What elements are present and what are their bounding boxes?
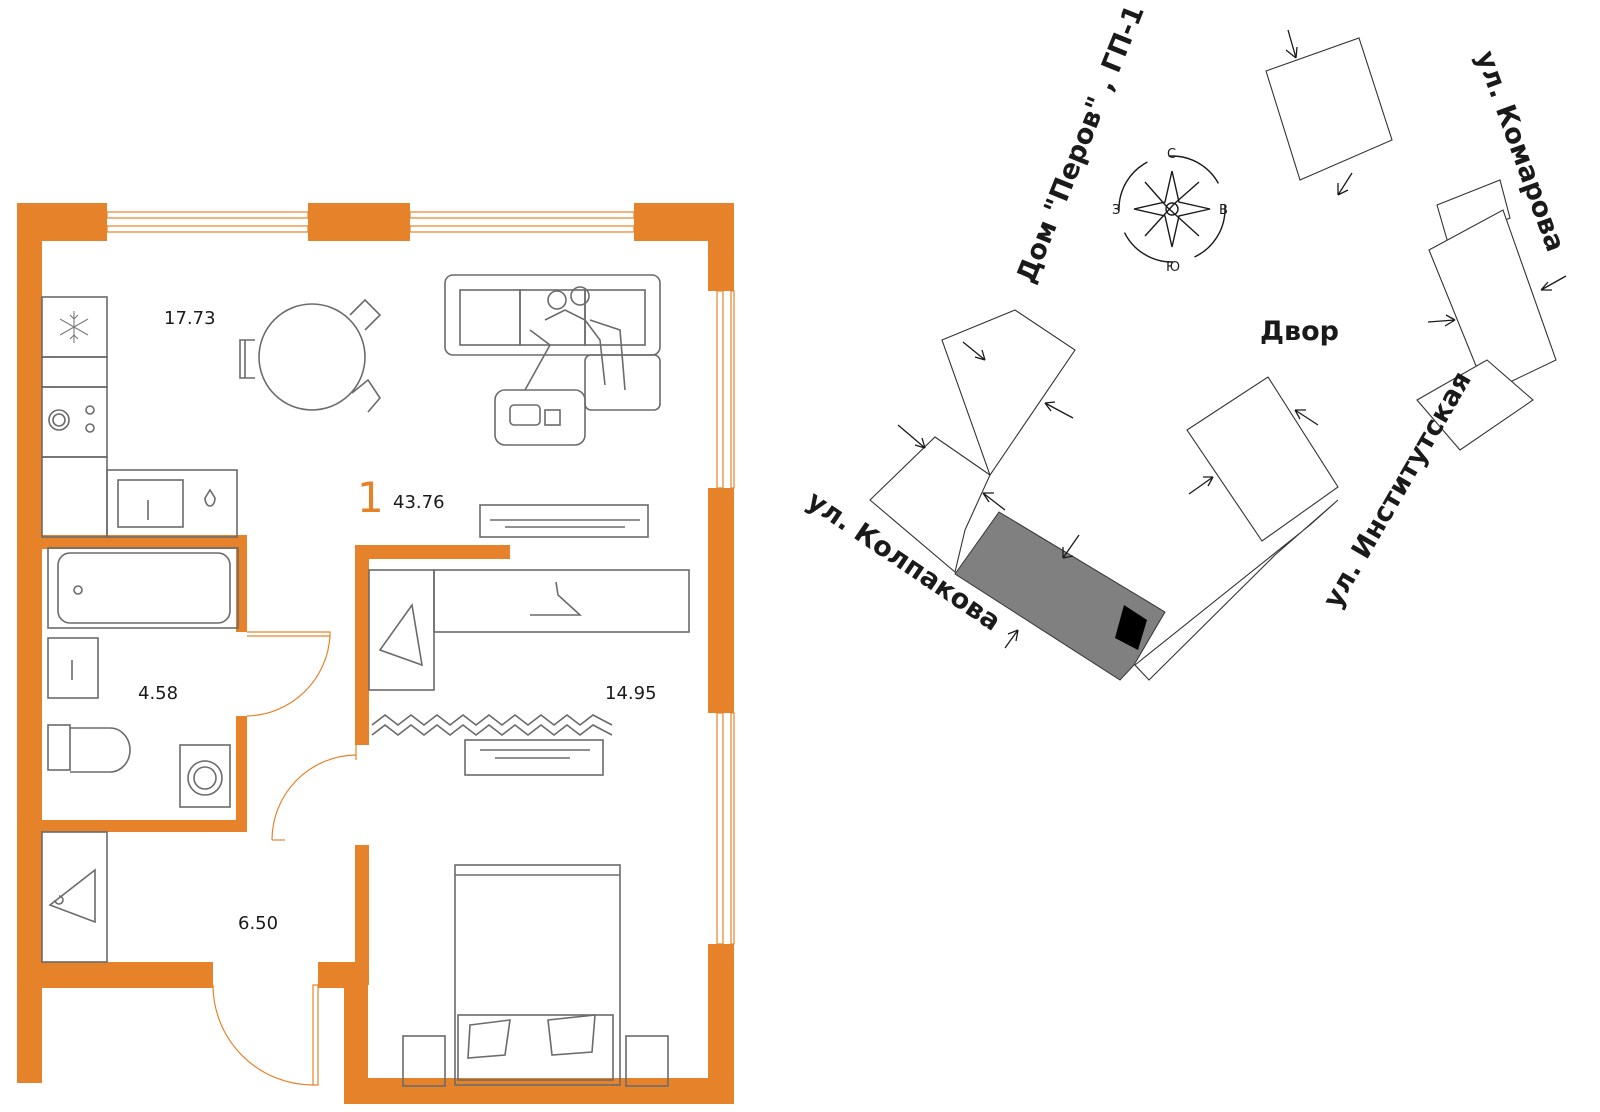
washing-machine-icon [179, 744, 231, 808]
house-label: Дом "Перов" , ГП-1 [1011, 1, 1151, 288]
apartment-walls [17, 203, 734, 1104]
compass-rose-icon: С Ю З В [1112, 147, 1228, 275]
building-komarova-top [1436, 179, 1511, 244]
hanger-icon [41, 831, 108, 963]
courtyard-label: Двор [1260, 316, 1339, 347]
building-komarova-bottom [1416, 359, 1534, 451]
radiator [371, 713, 613, 737]
snowflake-icon [59, 311, 89, 343]
entrance-arrow-icon [897, 29, 1567, 649]
living-kitchen-area: 17.73 [164, 308, 216, 329]
total-area: 43.76 [393, 492, 445, 513]
toilet-icon [47, 724, 131, 773]
building-left-top [941, 309, 1076, 477]
compass-west: З [1112, 203, 1120, 218]
room-count: 1 [357, 473, 384, 522]
building-center-long [1134, 499, 1339, 681]
compass-north: С [1167, 147, 1176, 162]
bedroom-tv-stand-icon [464, 739, 604, 776]
building-komarova [1428, 209, 1557, 394]
site-plan: С Ю З В Дом "Перов" , ГП-1 Двор ул. Кома… [801, 1, 1571, 681]
bathroom-area: 4.58 [138, 683, 178, 704]
bed-icon [402, 864, 669, 1087]
sofa-icon [444, 274, 661, 446]
bedroom-area: 14.95 [605, 683, 657, 704]
windows [106, 211, 735, 945]
tv-stand-icon [479, 504, 649, 538]
selected-section [954, 511, 1166, 681]
dining-table-icon [239, 298, 382, 413]
sink-icon [47, 637, 99, 699]
compass-east: В [1219, 203, 1228, 218]
hallway-area: 6.50 [238, 913, 278, 934]
room-labels: 17.73 1 43.76 4.58 14.95 6.50 [138, 308, 657, 934]
building-center [1186, 376, 1339, 542]
compass-south: Ю [1166, 260, 1180, 275]
doors [212, 631, 357, 1086]
bathtub-icon [47, 547, 239, 629]
kitchen-unit [41, 296, 238, 538]
wardrobe [368, 569, 690, 691]
building-top-right [1265, 37, 1393, 181]
street-institutskaya: ул. Институтская [1317, 366, 1478, 613]
entrance-marker [1115, 605, 1147, 650]
